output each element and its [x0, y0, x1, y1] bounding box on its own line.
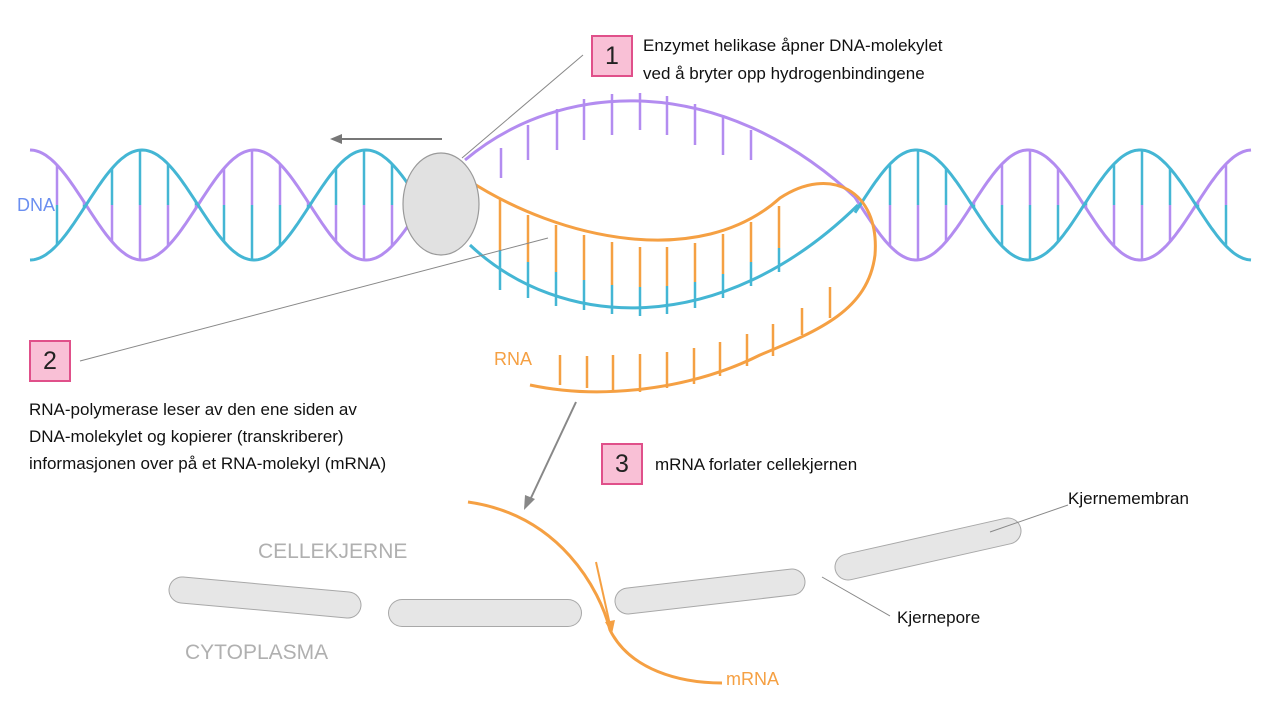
dna-strand [853, 148, 1252, 262]
dna-double-helix-left [29, 148, 422, 262]
mrna-direction-arrow-head [605, 620, 615, 634]
step-1-caption-line: Enzymet helikase åpner DNA-molekylet [643, 36, 943, 55]
dna-double-helix-right [853, 148, 1252, 262]
membrane-segment [835, 518, 1021, 580]
dna-strand-open [464, 99, 860, 202]
nuclear-membrane [168, 500, 1022, 685]
cytoplasma-label: CYTOPLASMA [185, 641, 329, 664]
step-3-caption: mRNA forlater cellekjernen [655, 451, 857, 479]
step-2-caption-line: DNA-molekylet og kopierer (transkriberer… [29, 427, 344, 446]
dna-label: DNA [17, 195, 56, 215]
dna-template-strand [468, 203, 860, 310]
helicase-enzyme [402, 152, 480, 256]
leader-line-kjernemembran [989, 504, 1069, 533]
step-1-badge: 1 [591, 35, 633, 77]
rna-strand [467, 178, 877, 394]
cellekjerne-label: CELLEKJERNE [258, 540, 408, 563]
leader-line-step-2 [79, 237, 549, 362]
dna-strand [29, 148, 422, 262]
dna-strand [853, 148, 1252, 262]
step-2-caption-line: RNA-polymerase leser av den ene siden av [29, 400, 357, 419]
leader-line-kjernepore [821, 576, 891, 617]
kjernepore-label: Kjernepore [897, 608, 981, 627]
step-2-caption-line: informasjonen over på et RNA-molekyl (mR… [29, 454, 387, 473]
step-2-badge: 2 [29, 340, 71, 382]
mrna-label: mRNA [726, 669, 779, 689]
leader-line-step-1 [461, 54, 584, 159]
kjernemembran-label: Kjernemembran [1068, 489, 1189, 508]
mrna-direction-arrow [595, 561, 611, 626]
membrane-segment [169, 577, 361, 618]
direction-arrow-head [330, 134, 342, 144]
leader-lines [79, 54, 1069, 617]
step-1-caption: Enzymet helikase åpner DNA-molekylet ved… [643, 32, 943, 88]
step-1-caption-line: ved å bryter opp hydrogenbindingene [643, 64, 925, 83]
step-3-caption-line: mRNA forlater cellekjernen [655, 455, 858, 474]
membrane-segment [615, 569, 805, 614]
step-3-badge: 3 [601, 443, 643, 485]
dna-strand [29, 148, 422, 262]
transcription-bubble [402, 93, 877, 394]
step-3-arrow-head [524, 495, 535, 510]
rna-label: RNA [494, 349, 533, 369]
step-3-arrow-line [529, 401, 577, 501]
step-2-caption: RNA-polymerase leser av den ene siden av… [29, 396, 386, 477]
